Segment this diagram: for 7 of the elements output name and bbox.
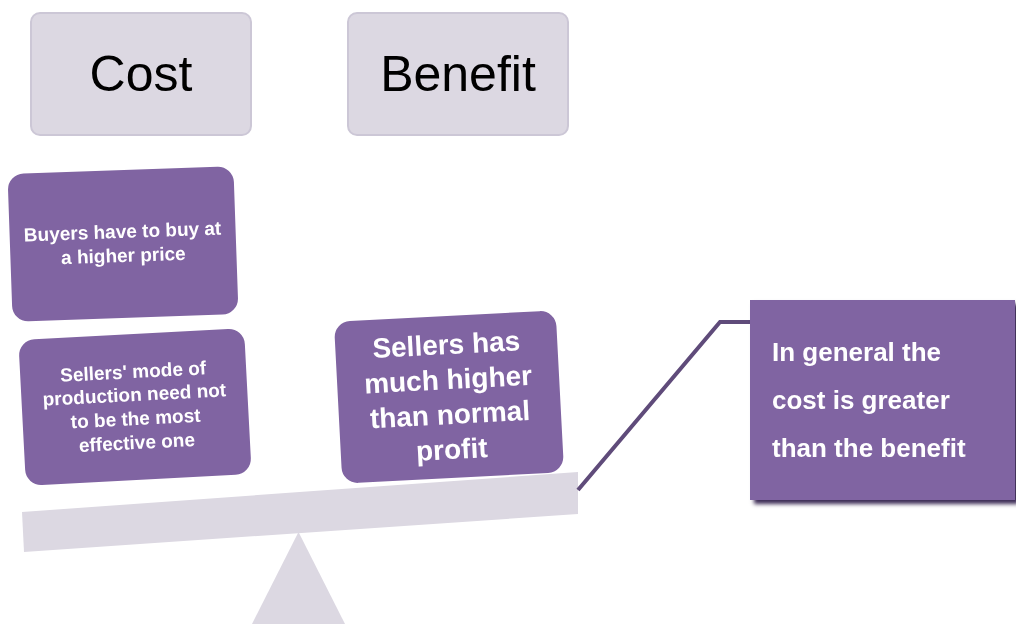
benefit-box: Sellers has much higher than normal profit — [333, 310, 565, 484]
title-box: Benefit — [347, 12, 569, 136]
leader-line — [576, 320, 750, 492]
title-box: Cost — [30, 12, 252, 136]
cost-box: Sellers' mode of production need not to be the most effective one — [18, 328, 252, 486]
callout-box: In general the cost is greater than the benefit — [750, 300, 1015, 500]
cost-box: Buyers have to buy at a higher price — [7, 166, 239, 322]
